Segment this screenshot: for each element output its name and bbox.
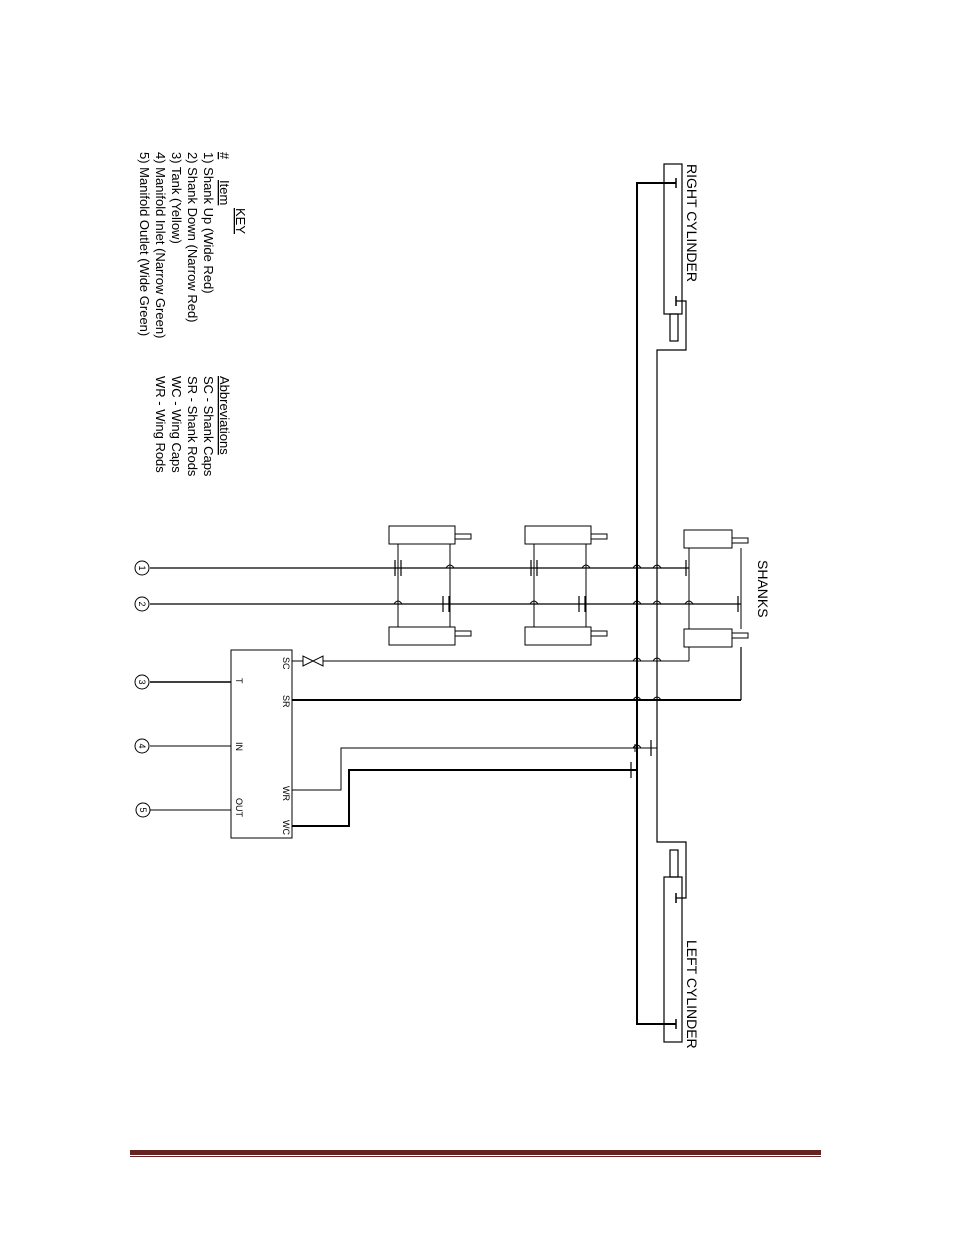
port-sr: SR [281, 695, 291, 708]
key-legend: KEY # Item 1) Shank Up (Wide Red) 2) Sha… [137, 152, 248, 338]
key-item-3: 3) Tank (Yellow) [169, 152, 184, 244]
connector-2: 2 [135, 597, 149, 611]
abbr-sr: SR - Shank Rods [185, 376, 200, 477]
connector-1: 1 [135, 561, 149, 575]
svg-text:2: 2 [137, 601, 147, 606]
abbr-sc: SC - Shank Caps [201, 376, 216, 477]
left-cylinder-label: LEFT CYLINDER [684, 940, 700, 1049]
key-item-1: 1) Shank Up (Wide Red) [201, 152, 216, 294]
shank-cylinders [389, 526, 748, 700]
svg-text:3: 3 [137, 679, 147, 684]
shank-lines [150, 560, 741, 612]
key-col-item: Item [217, 180, 232, 205]
right-cylinder [637, 164, 686, 1024]
key-item-4: 4) Manifold Inlet (Narrow Green) [153, 152, 168, 338]
port-wr: WR [281, 786, 291, 801]
manifold: T IN OUT SC SR WR WC [231, 650, 292, 838]
svg-text:5: 5 [138, 807, 148, 812]
connectors: 1 2 3 4 5 [135, 561, 150, 817]
line-crossovers [394, 565, 693, 748]
connector-5: 5 [136, 803, 150, 817]
key-item-5: 5) Manifold Outlet (Wide Green) [137, 152, 152, 336]
connector-4: 4 [135, 739, 149, 753]
footer-rule-thin [130, 1156, 821, 1157]
abbr-wc: WC - Wing Caps [169, 376, 184, 473]
footer-rule [130, 1150, 821, 1155]
abbr-title: Abbreviations [217, 376, 232, 455]
connector-3: 3 [135, 675, 149, 689]
key-title: KEY [233, 208, 248, 234]
left-cylinder [664, 850, 682, 1042]
svg-text:1: 1 [137, 565, 147, 570]
shanks-label: SHANKS [755, 560, 771, 618]
abbr-wr: WR - Wing Rods [153, 376, 168, 473]
key-col-num: # [217, 152, 232, 160]
port-t: T [234, 678, 244, 684]
right-cylinder-label: RIGHT CYLINDER [684, 164, 700, 282]
abbreviations-legend: Abbreviations SC - Shank Caps SR - Shank… [153, 376, 232, 477]
port-out: OUT [234, 798, 244, 818]
port-sc: SC [281, 657, 291, 670]
port-wc: WC [281, 820, 291, 835]
port-in: IN [234, 742, 244, 751]
svg-text:4: 4 [137, 743, 147, 748]
key-item-2: 2) Shank Down (Narrow Red) [185, 152, 200, 323]
